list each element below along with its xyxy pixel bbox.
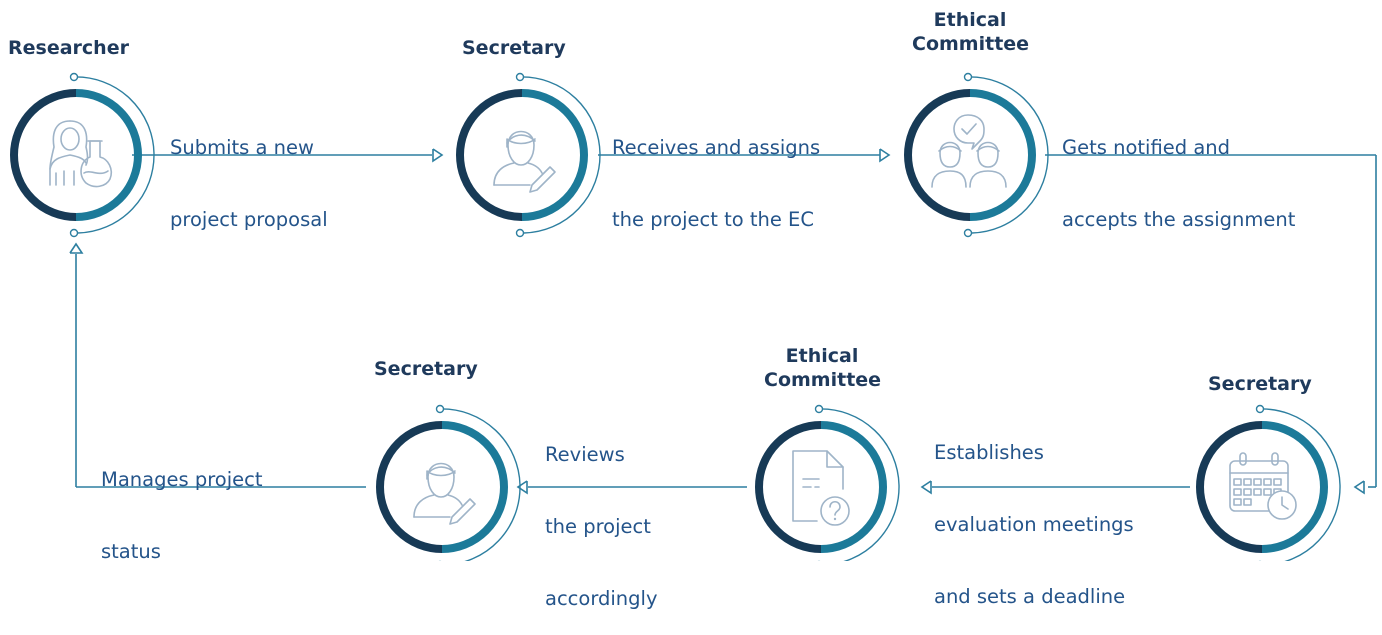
teal-ring-segment: [969, 89, 1036, 221]
navy-ring-segment: [376, 421, 443, 553]
researcher-flask-icon: [49, 120, 113, 188]
arrow-left-icon: [1353, 480, 1365, 495]
node-inner-circle: [466, 99, 578, 211]
navy-ring-segment: [904, 89, 971, 221]
node-inner-circle: [914, 99, 1026, 211]
node-inner-circle: [765, 431, 877, 543]
action-label-establishes: Establishes evaluation meetings and sets…: [934, 441, 1134, 608]
action-label-submits: Submits a new project proposal: [170, 136, 328, 231]
role-label-secretary-3: Secretary: [374, 358, 478, 380]
arrow-right-icon: [432, 148, 444, 163]
workflow-diagram: [10, 72, 1377, 561]
role-label-secretary-1: Secretary: [462, 37, 566, 59]
node-inner-circle: [1206, 431, 1318, 543]
process-node: [1196, 404, 1341, 561]
outer-arc: [967, 76, 1049, 234]
teal-ring-segment: [75, 89, 142, 221]
secretary-writing-icon: [493, 130, 556, 193]
teal-ring-segment: [521, 89, 588, 221]
role-label-ethical-committee-2: Ethical Committee: [764, 345, 882, 391]
calendar-clock-icon: [1229, 452, 1297, 520]
node-inner-circle: [386, 431, 498, 543]
document-question-icon: [792, 450, 850, 526]
role-label-secretary-2: Secretary: [1208, 373, 1312, 395]
teal-ring-segment: [441, 421, 508, 553]
secretary-writing-icon: [413, 462, 476, 525]
node-inner-circle: [20, 99, 132, 211]
process-node: [755, 404, 900, 561]
arc-endpoint-dot: [515, 228, 525, 238]
outer-arc: [1259, 408, 1341, 561]
navy-ring-segment: [755, 421, 822, 553]
outer-arc: [439, 408, 521, 561]
outer-arc: [818, 408, 900, 561]
process-node: [376, 404, 521, 561]
teal-ring-segment: [820, 421, 887, 553]
process-node: [904, 72, 1049, 238]
connector-lines: [69, 148, 1377, 495]
action-label-gets-notified: Gets notified and accepts the assignment: [1062, 136, 1296, 231]
arrow-left-icon: [920, 480, 932, 495]
arc-endpoint-dot: [963, 72, 973, 82]
arc-endpoint-dot: [963, 228, 973, 238]
arc-endpoint-dot: [1255, 404, 1265, 414]
action-label-receives: Receives and assigns the project to the …: [612, 136, 821, 231]
arrow-up-icon: [69, 242, 84, 254]
process-node: [456, 72, 601, 238]
role-label-ethical-committee-1: Ethical Committee: [912, 9, 1030, 55]
action-label-reviews: Reviews the project accordingly: [545, 443, 658, 610]
action-label-manages: Manages project status: [101, 468, 263, 563]
arc-endpoint-dot: [814, 404, 824, 414]
arc-endpoint-dot: [515, 72, 525, 82]
arrow-left-icon: [516, 480, 528, 495]
role-label-researcher: Researcher: [8, 37, 129, 59]
arc-endpoint-dot: [69, 72, 79, 82]
navy-ring-segment: [456, 89, 523, 221]
committee-approval-icon: [931, 114, 1007, 188]
arrow-right-icon: [879, 148, 891, 163]
outer-arc: [73, 76, 155, 234]
navy-ring-segment: [1196, 421, 1263, 553]
process-nodes: [10, 72, 1341, 561]
navy-ring-segment: [10, 89, 77, 221]
teal-ring-segment: [1261, 421, 1328, 553]
outer-arc: [519, 76, 601, 234]
process-node: [10, 72, 155, 238]
arc-endpoint-dot: [435, 404, 445, 414]
arc-endpoint-dot: [69, 228, 79, 238]
